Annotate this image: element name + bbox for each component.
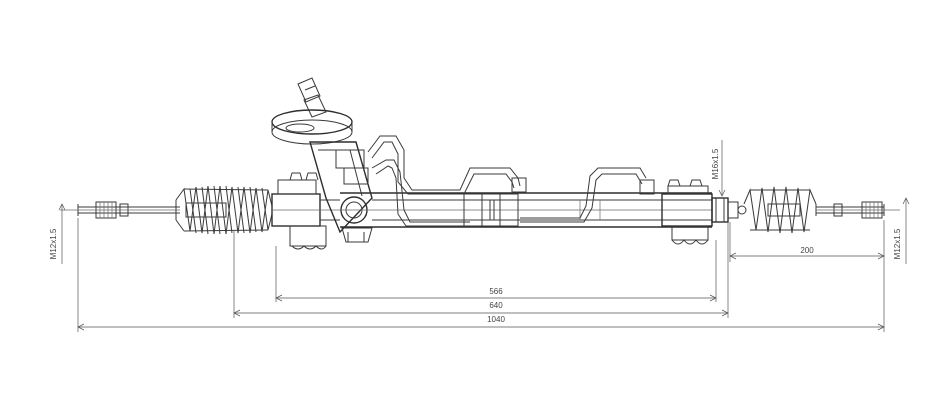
left-bellows (175, 185, 273, 235)
dimension-640: 640 (233, 222, 729, 318)
left-housing-mount (271, 172, 340, 250)
dimension-566: 566 (275, 240, 717, 302)
left-tie-rod (60, 201, 180, 219)
left-thread-callout: M12x1.5 (49, 203, 66, 264)
pipe-fitting-thread-label: M16x1.5 (711, 148, 720, 179)
right-tie-rod (816, 201, 900, 219)
right-thread-label: M12x1.5 (893, 228, 902, 259)
right-thread-callout: M12x1.5 (893, 197, 910, 264)
pinion-valve-assembly (271, 77, 373, 243)
dimension-566-label: 566 (489, 287, 503, 296)
dimension-200: 200 (729, 220, 885, 262)
dimension-1040: 1040 (77, 218, 885, 332)
right-bellows (743, 186, 817, 234)
left-thread-label: M12x1.5 (49, 228, 58, 259)
dimension-640-label: 640 (489, 301, 503, 310)
pipe-fitting-thread-callout: M16x1.5 (711, 140, 726, 197)
dimension-1040-label: 1040 (487, 315, 505, 324)
right-housing-mount (661, 179, 747, 245)
hydraulic-pipes (367, 135, 655, 227)
dimension-200-label: 200 (800, 246, 814, 255)
